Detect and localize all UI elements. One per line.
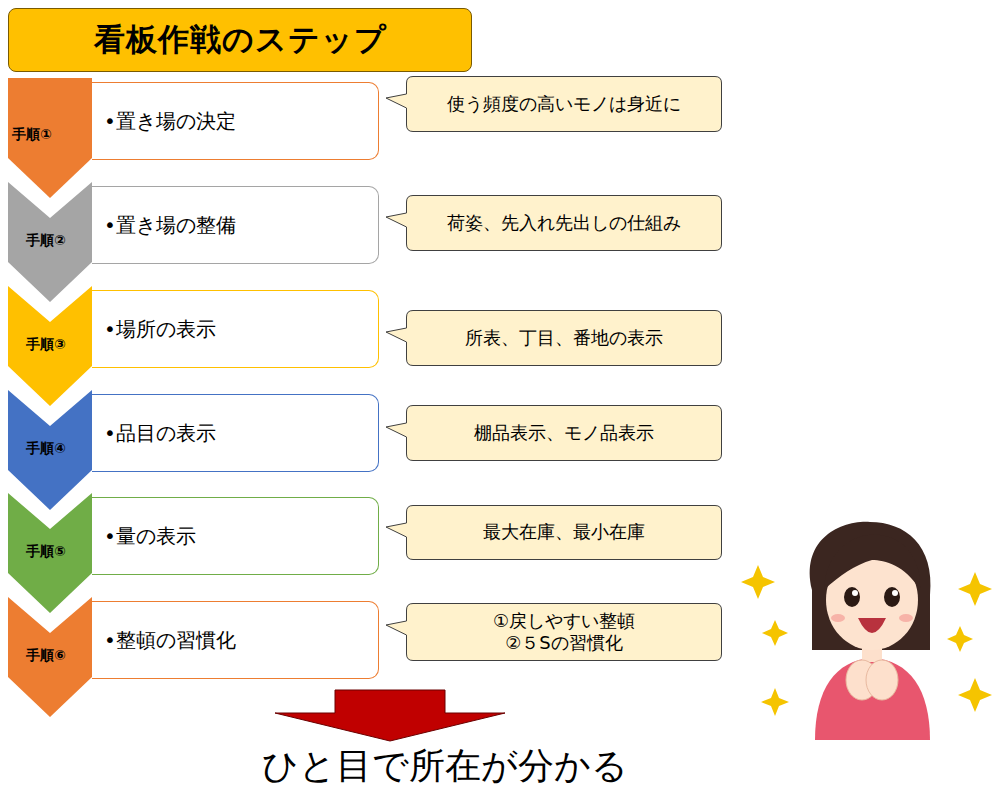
step-chevron: 手順②	[8, 182, 92, 302]
callout-text: 所表、丁目、番地の表示	[465, 327, 663, 350]
callout-text: 荷姿、先入れ先出しの仕組み	[447, 212, 681, 235]
step-number: 手順①	[12, 126, 52, 144]
step-chevron: 手順③	[8, 286, 92, 406]
sparkles	[741, 565, 992, 716]
step-label: •量の表示	[104, 523, 196, 550]
step-number: 手順⑤	[26, 543, 66, 561]
step-label: •整頓の習慣化	[104, 627, 236, 654]
caption-text: ひと目で所在が分かる	[200, 742, 690, 788]
step-box: •場所の表示	[92, 290, 379, 368]
step-box: •量の表示	[92, 497, 379, 575]
step-number: 手順④	[26, 440, 66, 458]
callout-bubble: 所表、丁目、番地の表示	[406, 310, 722, 366]
step-chevron: 手順①	[8, 78, 92, 198]
step-label: •品目の表示	[104, 420, 216, 447]
step-box: •置き場の決定	[92, 82, 379, 160]
step-chevron: 手順④	[8, 390, 92, 510]
title-box: 看板作戦のステップ	[8, 8, 472, 72]
callout-text: 使う頻度の高いモノは身近に	[447, 93, 681, 116]
callout-bubble: 荷姿、先入れ先出しの仕組み	[406, 195, 722, 251]
step-box: •置き場の整備	[92, 186, 379, 264]
caption: ひと目で所在が分かる	[200, 742, 690, 788]
step-label: •場所の表示	[104, 316, 216, 343]
step-number: 手順③	[26, 336, 66, 354]
callout-text: 棚品表示、モノ品表示	[474, 422, 654, 445]
down-arrow	[275, 690, 505, 741]
callout-text: 最大在庫、最小在庫	[483, 521, 645, 544]
callout-bubble: ①戻しやすい整頓 ②５Sの習慣化	[406, 603, 722, 661]
callout-bubble: 棚品表示、モノ品表示	[406, 405, 722, 461]
step-number: 手順②	[26, 232, 66, 250]
step-chevron: 手順⑥	[8, 597, 92, 717]
title-text: 看板作戦のステップ	[94, 19, 387, 61]
step-label: •置き場の整備	[104, 212, 236, 239]
step-chevron: 手順⑤	[8, 493, 92, 613]
step-label: •置き場の決定	[104, 108, 236, 135]
callout-text: ①戻しやすい整頓 ②５Sの習慣化	[469, 610, 659, 655]
step-box: •品目の表示	[92, 394, 379, 472]
girl-illustration	[810, 522, 931, 740]
callout-bubble: 最大在庫、最小在庫	[406, 505, 722, 560]
callout-bubble: 使う頻度の高いモノは身近に	[406, 76, 722, 132]
step-number: 手順⑥	[26, 647, 66, 665]
step-box: •整頓の習慣化	[92, 601, 379, 679]
